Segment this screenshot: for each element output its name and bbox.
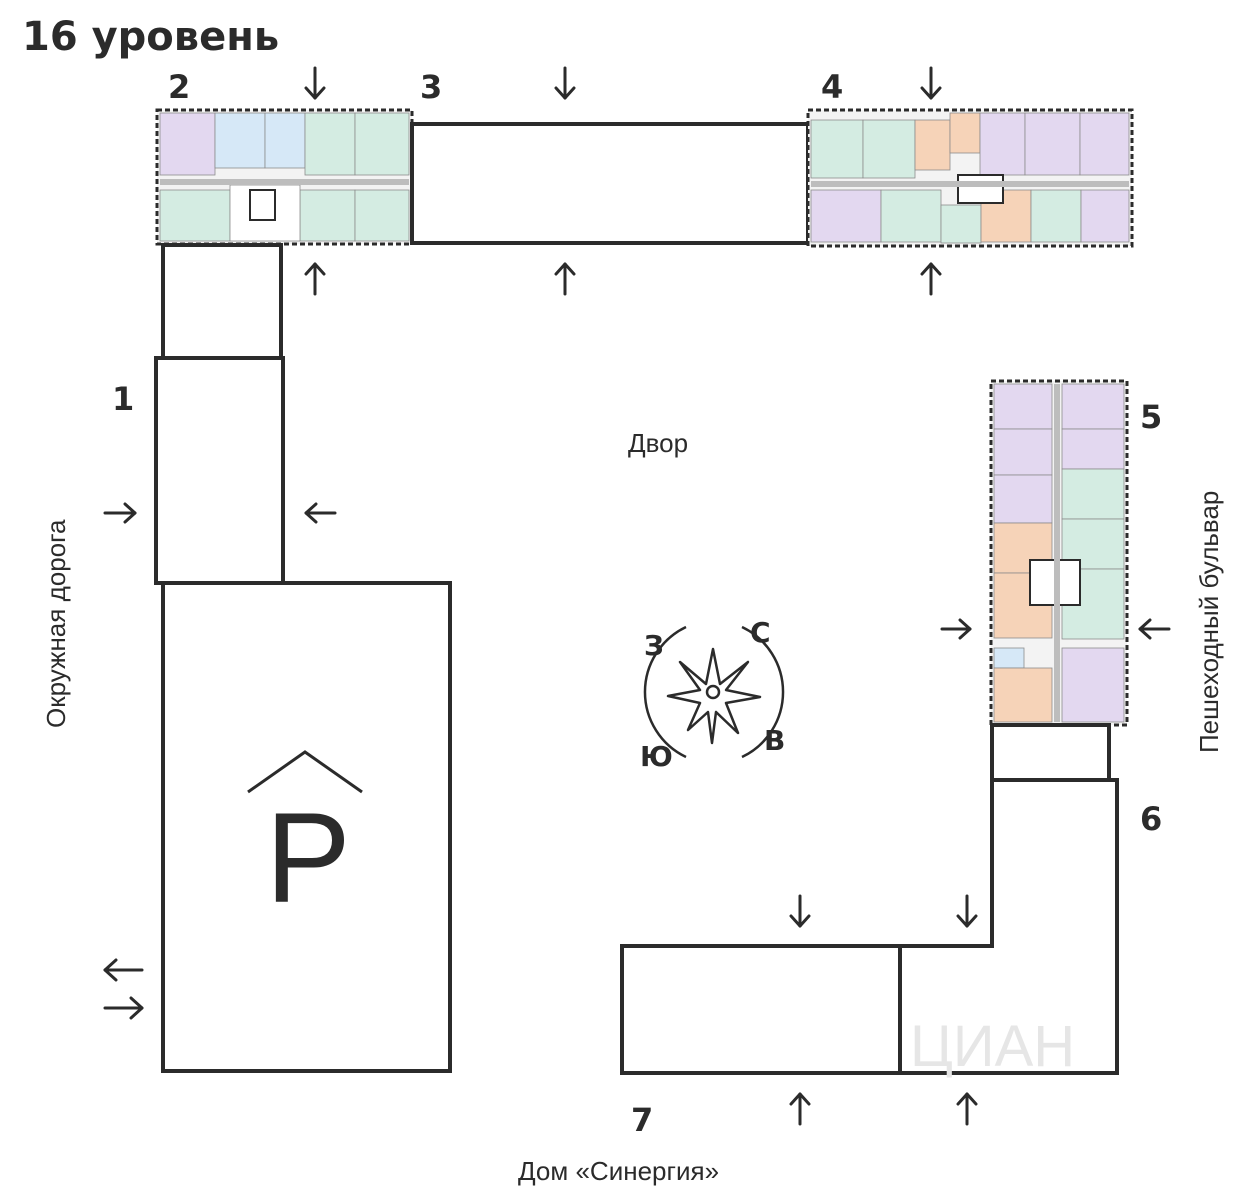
entrance-arrow-up-icon [956, 1092, 978, 1126]
section-3-label: 3 [420, 68, 442, 106]
entrance-arrow-down-icon [554, 66, 576, 100]
compass-north-label: С [750, 616, 771, 649]
entrance-arrow-up-icon [920, 262, 942, 296]
boulevard-label: Пешеходный бульвар [1194, 491, 1224, 753]
compass-east-label: В [764, 724, 785, 757]
page-title: 16 уровень [22, 14, 279, 60]
section-3-building[interactable] [410, 122, 810, 245]
section-7-label: 7 [631, 1101, 653, 1139]
yard-label: Двор [628, 428, 688, 458]
entrance-arrow-right-icon [103, 502, 137, 524]
entrance-arrow-up-icon [554, 262, 576, 296]
section-2-floor-plan[interactable] [155, 108, 414, 246]
section-5-connector[interactable] [990, 723, 1111, 782]
entrance-arrow-up-icon [304, 262, 326, 296]
entrance-arrow-down-icon [920, 66, 942, 100]
entrance-arrow-left-icon [304, 502, 337, 524]
compass-rose-icon [643, 625, 785, 759]
ring-road-label: Окружная дорога [41, 519, 71, 728]
section-4-label: 4 [821, 68, 843, 106]
section-6-label: 6 [1140, 800, 1162, 838]
parking-roof-icon [247, 750, 363, 794]
section-4-floor-plan[interactable] [806, 108, 1134, 248]
synergy-house-label: Дом «Синергия» [518, 1156, 719, 1186]
entrance-arrow-up-icon [789, 1092, 811, 1126]
section-2-label: 2 [168, 68, 190, 106]
compass-south-label: Ю [640, 740, 673, 773]
exit-arrow-right-icon [103, 996, 144, 1020]
section-7-building[interactable] [620, 944, 902, 1075]
exit-arrow-left-icon [103, 958, 144, 982]
entrance-arrow-left-icon [1138, 618, 1171, 640]
section-5-floor-plan[interactable] [989, 379, 1129, 727]
watermark: ЦИАН [910, 1014, 1075, 1079]
parking-sign: P [265, 787, 350, 930]
section-1-building[interactable] [154, 356, 285, 585]
compass-west-label: З [644, 629, 664, 662]
section-1-upper-block[interactable] [161, 243, 283, 360]
entrance-arrow-down-icon [956, 894, 978, 928]
entrance-arrow-down-icon [304, 66, 326, 100]
entrance-arrow-right-icon [940, 618, 972, 640]
section-5-label: 5 [1140, 398, 1162, 436]
section-1-label: 1 [112, 380, 134, 418]
parking-building[interactable] [161, 581, 452, 1073]
entrance-arrow-down-icon [789, 894, 811, 928]
